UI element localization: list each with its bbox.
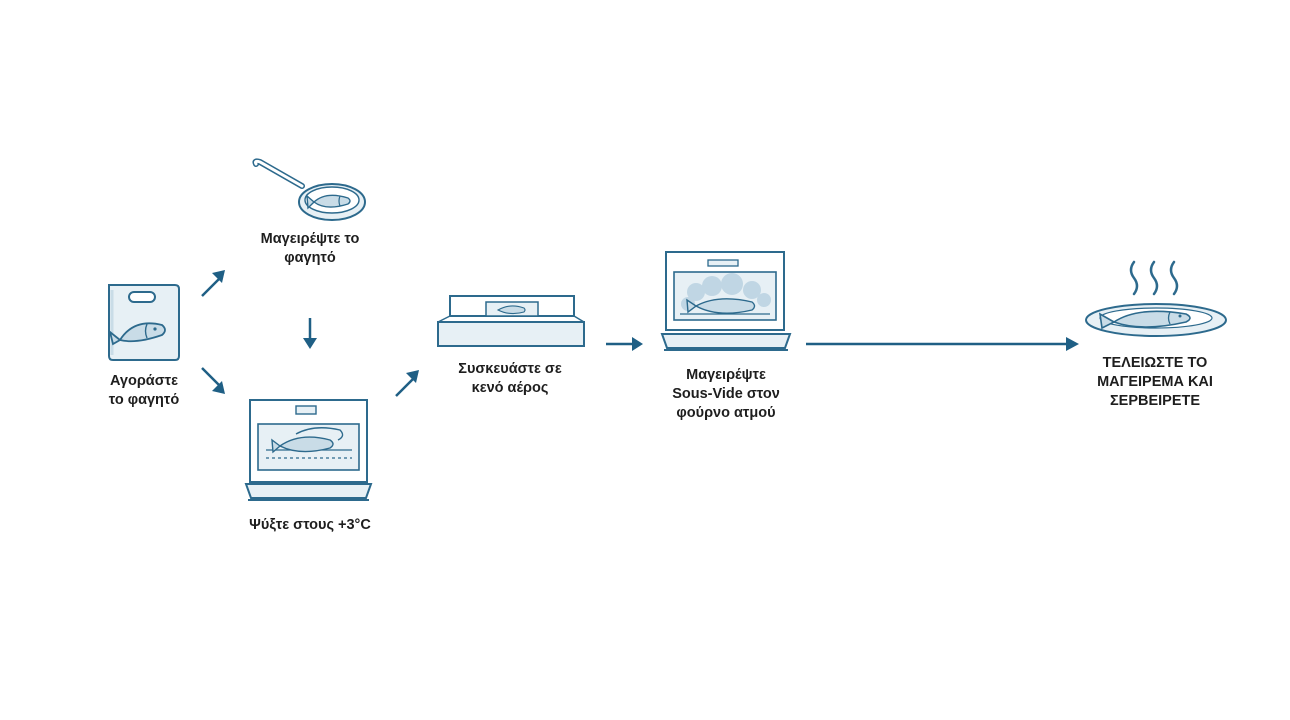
arrow-down-right [201, 367, 225, 394]
frying-pan-fish-icon [252, 158, 366, 221]
step-cool-label: Ψύξτε στους +3°C [249, 517, 371, 533]
step-buy-label: Αγοράστε το φαγητό [108, 373, 180, 408]
arrow-up-right [201, 270, 225, 297]
vacuum-sealer-icon [437, 295, 585, 347]
arrow-up-right [395, 370, 419, 397]
steam-oven-icon [660, 251, 792, 351]
arrow-down [303, 318, 317, 349]
step-cook-label: Μαγειρέψτε το φαγητό [260, 231, 360, 266]
arrow-right [606, 337, 643, 351]
fish-bag-icon [108, 284, 180, 361]
step-serve-label: ΤΕΛΕΙΩΣΤΕ ΤΟ ΜΑΓΕΙΡΕΜΑ ΚΑΙ ΣΕΡΒΕΙΡΕΤΕ [1097, 355, 1213, 409]
oven-fish-icon [244, 399, 373, 501]
step-sousvide-label: Μαγειρέψτε Sous-Vide στον φούρνο ατμού [672, 367, 780, 421]
plate-fish-steam-icon [1085, 260, 1227, 337]
arrow-right-long [806, 337, 1079, 351]
step-vacuum-label: Συσκευάστε σε κενό αέρος [458, 361, 562, 396]
